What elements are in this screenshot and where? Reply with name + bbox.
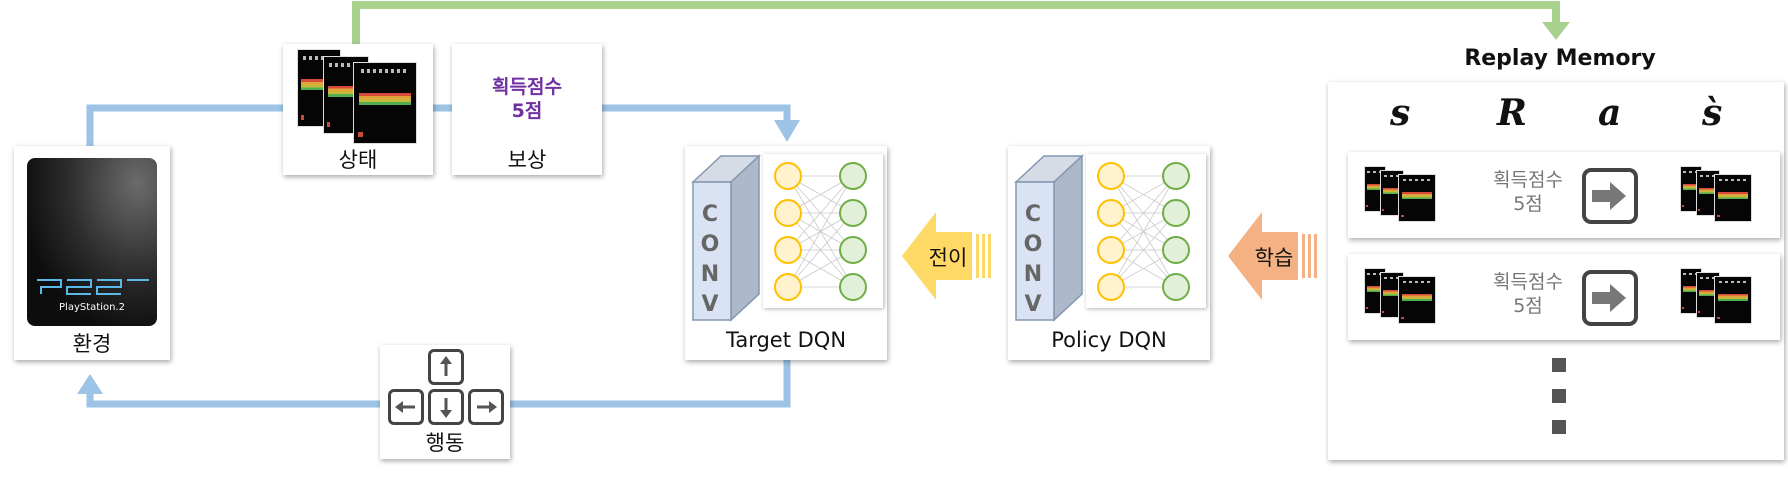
action-card: 행동 — [380, 345, 510, 459]
conv-block-icon — [1014, 154, 1084, 322]
green-flow-arrowhead — [1542, 22, 1570, 40]
game-frame — [1398, 174, 1436, 222]
column-header-s: s — [1390, 92, 1411, 134]
memory-score-line2: 5점 — [1513, 193, 1543, 215]
learn-label: 학습 — [1254, 246, 1294, 270]
blue-flow-target-to-action — [510, 360, 791, 408]
reward-card: 획득점수 5점 보상 — [452, 44, 602, 175]
transfer-label: 전이 — [928, 246, 968, 270]
reward-label: 보상 — [507, 148, 547, 172]
game-frame — [1714, 174, 1752, 222]
neural-network-icon — [1086, 154, 1206, 308]
target-dqn-label: Target DQN — [725, 328, 847, 352]
ellipsis-dot — [1552, 358, 1566, 372]
transfer-arrow-icon — [902, 212, 991, 300]
blue-flow-env-to-state — [86, 104, 283, 146]
ps2-console-image: PlayStation.2 — [27, 158, 157, 326]
conv-block-icon — [691, 154, 761, 322]
memory-score-line1: 획득점수 — [1493, 271, 1563, 293]
environment-card: PlayStation.2 환경 — [14, 146, 170, 360]
learn-arrow-icon — [1228, 212, 1317, 300]
environment-label: 환경 — [72, 332, 112, 356]
memory-score-line1: 획득점수 — [1493, 169, 1563, 191]
state-card: 상태 — [283, 44, 433, 175]
target-dqn-card: C O N V Target DQN — [685, 146, 887, 360]
reward-score-line2: 5점 — [511, 100, 543, 122]
blue-flow-target-arrowhead — [774, 120, 800, 142]
action-label: 행동 — [425, 431, 465, 455]
right-arrow-key-icon — [1582, 270, 1638, 326]
neural-network-icon — [763, 154, 883, 308]
column-header-r: R — [1497, 92, 1527, 134]
state-label: 상태 — [338, 148, 378, 172]
game-frame — [1714, 276, 1752, 324]
conv-letter: O — [700, 232, 720, 257]
conv-letter: N — [700, 262, 720, 287]
replay-memory-row: 획득점수 5점 — [1348, 254, 1780, 340]
policy-dqn-card: C O N V Policy DQN — [1008, 146, 1210, 360]
column-header-s-next: s̀ — [1702, 92, 1723, 134]
replay-memory-row: 획득점수 5점 — [1348, 152, 1780, 238]
conv-letter: O — [1023, 232, 1043, 257]
right-arrow-key-icon — [468, 389, 504, 425]
right-arrow-key-icon — [1582, 168, 1638, 224]
blue-flow-env-arrowhead — [77, 374, 103, 394]
conv-letter: V — [1024, 292, 1042, 317]
game-frame — [353, 62, 417, 144]
conv-letter: V — [701, 292, 719, 317]
ellipsis-dot — [1552, 389, 1566, 403]
up-arrow-key-icon — [428, 349, 464, 385]
ellipsis-dot — [1552, 420, 1566, 434]
left-arrow-key-icon — [388, 389, 424, 425]
policy-dqn-label: Policy DQN — [1051, 328, 1167, 352]
column-header-a: a — [1598, 92, 1622, 134]
replay-memory-title: Replay Memory — [1464, 46, 1656, 71]
blue-flow-action-to-env — [86, 388, 380, 408]
green-flow-line — [352, 1, 1560, 44]
conv-letter: N — [1023, 262, 1043, 287]
conv-letter: C — [701, 202, 719, 227]
memory-score-line2: 5점 — [1513, 295, 1543, 317]
down-arrow-key-icon — [428, 389, 464, 425]
game-frame — [1398, 276, 1436, 324]
ps2-logo-icon — [37, 279, 149, 295]
conv-letter: C — [1024, 202, 1042, 227]
ps2-logo-text: PlayStation.2 — [59, 302, 125, 313]
reward-score-line1: 획득점수 — [492, 76, 562, 98]
blue-flow-reward-to-target — [602, 104, 791, 126]
